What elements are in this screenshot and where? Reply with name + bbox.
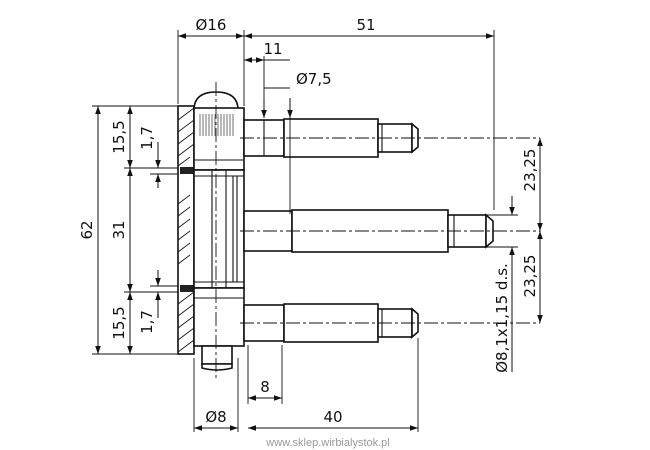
label-h1-7-bottom: 1,7 [138, 310, 156, 334]
label-len11: 11 [263, 40, 282, 58]
lower-knuckle [193, 287, 245, 347]
label-len51: 51 [356, 16, 375, 34]
label-dia8: Ø8 [205, 408, 226, 426]
label-dia16: Ø16 [196, 16, 227, 34]
label-len8: 8 [260, 378, 270, 396]
watermark: www.sklep.wirbialystok.pl [265, 437, 389, 449]
dimension-lines [92, 30, 543, 432]
dimension-labels: Ø16 51 11 Ø7,5 62 31 15,5 15,5 1,7 1,7 2… [78, 16, 539, 426]
washer-bottom [180, 285, 194, 292]
label-h15-5-bottom: 15,5 [110, 306, 128, 339]
label-len40: 40 [323, 408, 342, 426]
label-h1-7-top: 1,7 [138, 126, 156, 150]
bottom-pin [201, 345, 233, 365]
label-thread: Ø8,1x1,15 d.s. [493, 263, 511, 373]
upper-knuckle [193, 107, 245, 171]
label-v23-25-top: 23,25 [521, 149, 539, 192]
label-dia7-5: Ø7,5 [296, 70, 332, 88]
hinge-body [177, 91, 245, 371]
label-h62: 62 [78, 220, 96, 239]
side-plate-hatching [177, 107, 195, 353]
label-h31: 31 [110, 220, 128, 239]
label-v23-25-bottom: 23,25 [521, 255, 539, 298]
label-h15-5-top: 15,5 [110, 120, 128, 153]
washer-top [180, 167, 194, 174]
side-plate [177, 105, 195, 355]
middle-knuckle [193, 169, 245, 289]
knurl-texture [199, 114, 234, 136]
